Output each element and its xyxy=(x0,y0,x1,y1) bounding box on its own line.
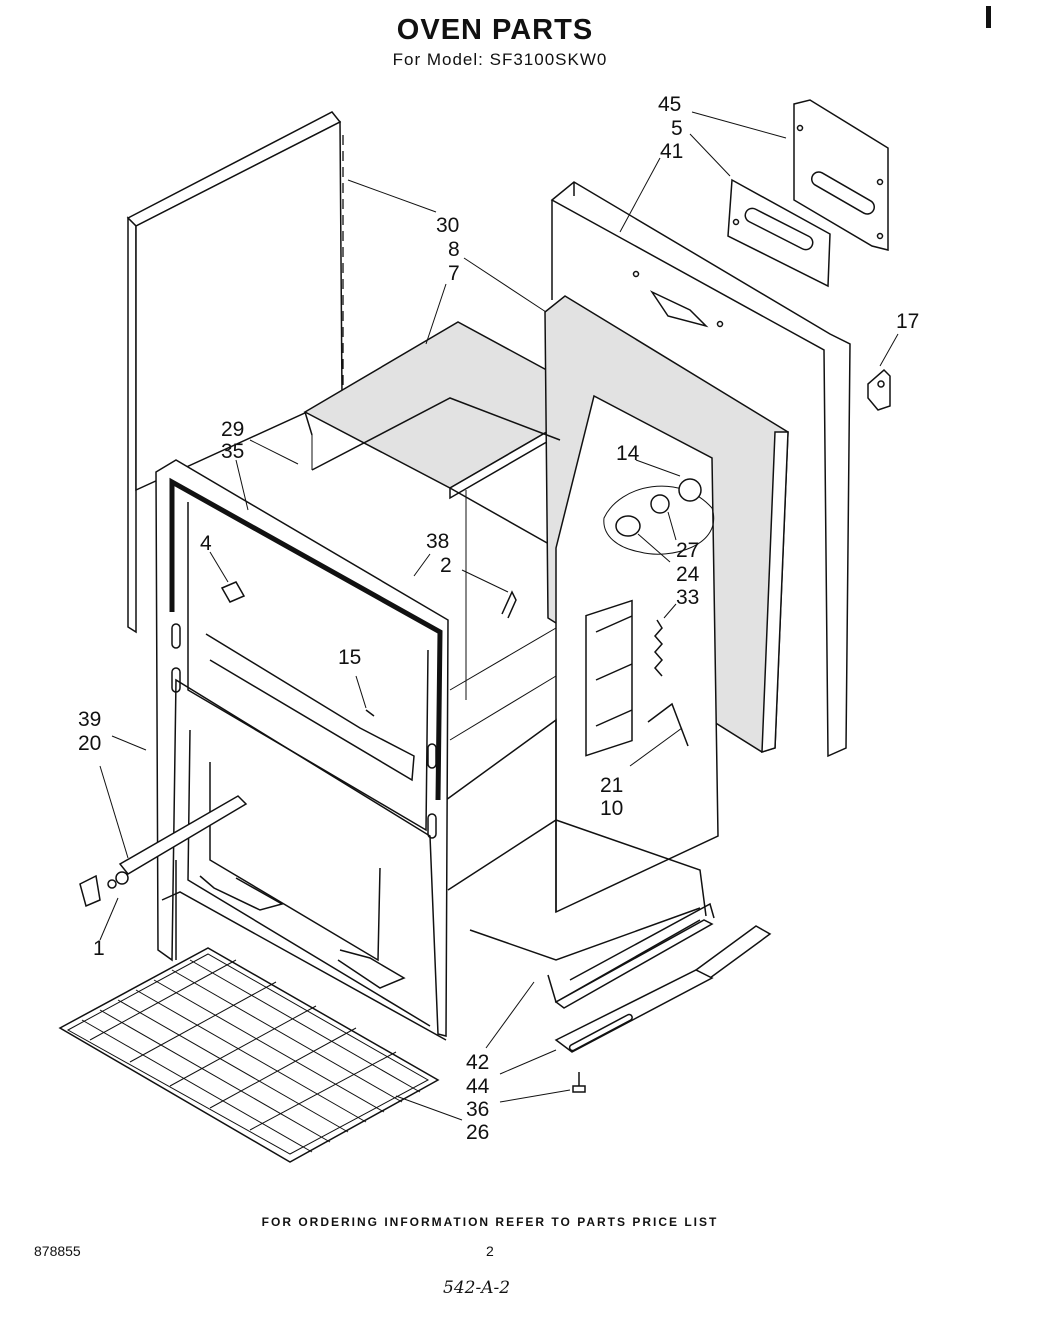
oven-lamp-assembly xyxy=(603,478,715,555)
callout-14: 14 xyxy=(616,442,640,465)
callout-41: 41 xyxy=(660,140,683,163)
model-line: For Model: SF3100SKW0 xyxy=(392,50,608,69)
callout-36: 36 xyxy=(466,1098,489,1121)
callout-29: 29 xyxy=(221,418,244,441)
callout-38: 38 xyxy=(426,530,449,553)
corner-registration-mark xyxy=(986,6,991,28)
ordering-note: FOR ORDERING INFORMATION REFER TO PARTS … xyxy=(261,1215,719,1229)
callout-1: 1 xyxy=(93,937,105,960)
door-stop-part xyxy=(220,581,246,603)
callout-10: 10 xyxy=(600,797,623,820)
pin-part xyxy=(365,709,375,717)
callout-8: 8 xyxy=(448,238,460,261)
oven-front-frame-part xyxy=(155,459,449,1041)
callout-17: 17 xyxy=(896,310,919,333)
bottom-channel-part xyxy=(554,902,715,1009)
callout-24: 24 xyxy=(676,563,700,586)
handwritten-note: 542-A-2 xyxy=(443,1278,511,1298)
callout-45: 45 xyxy=(658,93,681,116)
document-number: 878855 xyxy=(34,1243,81,1259)
oven-rack-part xyxy=(58,947,440,1163)
hinge-receptacle-part xyxy=(501,590,517,619)
bracket-plate-part xyxy=(793,99,889,251)
callout-42: 42 xyxy=(466,1051,489,1074)
callout-44: 44 xyxy=(466,1075,490,1098)
callout-20: 20 xyxy=(78,732,101,755)
callout-7: 7 xyxy=(448,262,460,285)
gasket-plate-part xyxy=(727,178,831,288)
callout-27: 27 xyxy=(676,539,699,562)
burner-gasket-part xyxy=(554,925,772,1053)
callout-21: 21 xyxy=(600,774,623,797)
callout-33: 33 xyxy=(676,586,699,609)
door-hinge-part xyxy=(79,795,248,908)
callout-35: 35 xyxy=(221,440,244,463)
callout-5: 5 xyxy=(671,117,683,140)
side-panel-part xyxy=(126,111,344,634)
leader-lines xyxy=(99,111,899,1121)
callout-15: 15 xyxy=(338,646,361,669)
oven-cavity-part xyxy=(311,394,719,1004)
page-number: 2 xyxy=(486,1243,494,1259)
screw-part xyxy=(572,1072,586,1093)
small-bracket-part xyxy=(867,368,891,411)
callout-4: 4 xyxy=(200,532,212,555)
callout-26: 26 xyxy=(466,1121,489,1144)
callout-39: 39 xyxy=(78,708,101,731)
callout-2: 2 xyxy=(440,554,452,577)
callout-30: 30 xyxy=(436,214,459,237)
page-title: OVEN PARTS xyxy=(396,14,594,46)
rear-panel-part xyxy=(550,181,851,758)
